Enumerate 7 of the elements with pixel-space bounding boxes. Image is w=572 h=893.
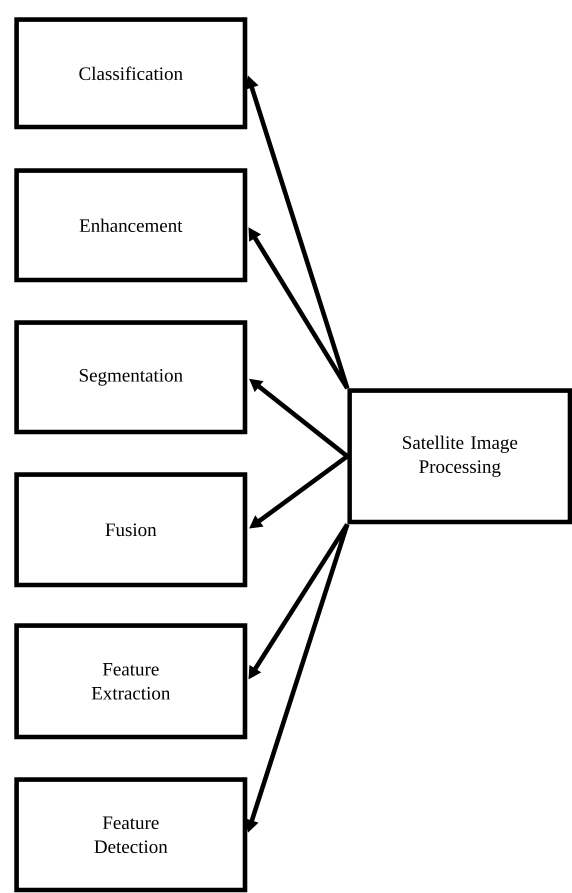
process-box: Classification <box>14 17 248 130</box>
process-box: Feature Extraction <box>14 623 248 740</box>
process-box: Fusion <box>14 472 248 588</box>
process-box: Satellite Image Processing <box>347 388 572 524</box>
process-box: Segmentation <box>14 320 248 434</box>
process-box: Enhancement <box>14 168 248 282</box>
process-box: Feature Detection <box>14 777 248 892</box>
